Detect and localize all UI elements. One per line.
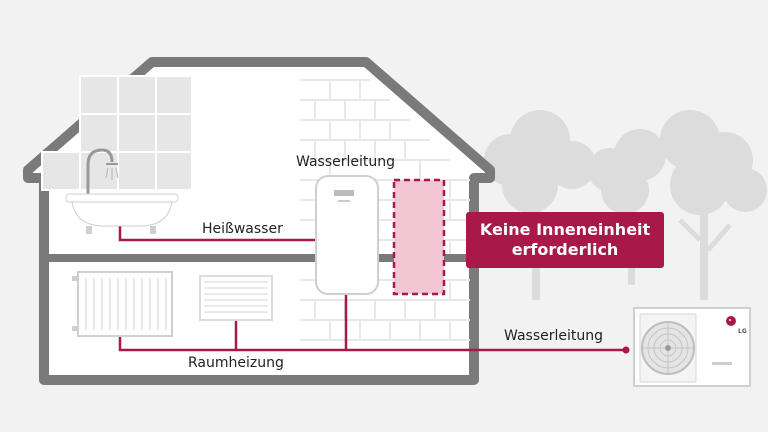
wall-tiles [41,75,193,191]
shower-icon [86,148,119,200]
label-hot-water: Heißwasser [202,221,283,237]
bathtub-icon [65,193,179,234]
indoor-unit-placeholder [392,178,446,296]
label-water-pipe-top: Wasserleitung [296,154,395,170]
pipe-end-dot [622,346,630,354]
brand-logo-text: LG [738,328,747,335]
water-tank-icon [315,175,379,295]
callout-line-1: Keine Inneneinheit [479,220,651,239]
tree-icon [484,110,767,300]
no-indoor-unit-callout: Keine Inneneinheit erforderlich [466,212,664,268]
heater-panel-icon [199,275,273,321]
outdoor-unit-icon [633,307,751,387]
callout-line-2: erforderlich [511,240,619,259]
lg-logo-icon [726,316,736,326]
label-water-pipe-right: Wasserleitung [504,328,603,344]
pipe-hot-water [118,225,322,242]
radiator-icon [72,271,173,337]
label-space-heating: Raumheizung [188,355,284,371]
